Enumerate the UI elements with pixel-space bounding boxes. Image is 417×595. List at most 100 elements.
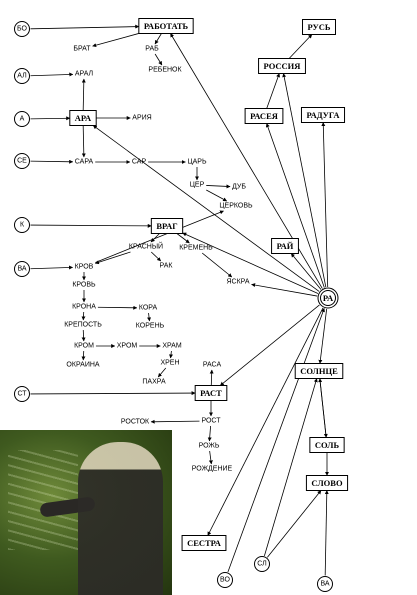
edge-rozh-to-rozhdenie bbox=[208, 450, 213, 465]
node-label-tser: ЦЕР bbox=[190, 182, 205, 189]
edge-k-to-vrag bbox=[30, 223, 152, 228]
node-label-kremen: КРЕМЕНЬ bbox=[179, 245, 213, 252]
node-vo: ВО bbox=[217, 572, 233, 588]
node-label-tserkov: ЦЕРКОВЬ bbox=[219, 203, 253, 210]
node-label-ra: РА bbox=[323, 293, 334, 303]
node-label-rus: РУСЬ bbox=[308, 22, 331, 32]
node-tser: ЦЕР bbox=[190, 182, 205, 189]
edge-krona-to-kora bbox=[97, 305, 138, 310]
edge-ra-to-vrag bbox=[182, 232, 319, 294]
edge-va2-to-slovo bbox=[324, 490, 329, 576]
node-krom: КРОМ bbox=[74, 343, 94, 350]
node-rebenok: РЕБЕНОК bbox=[148, 67, 182, 74]
node-rab: РАБ bbox=[145, 46, 159, 53]
node-okraina: ОКРАИНА bbox=[66, 362, 99, 369]
node-ray: РАЙ bbox=[271, 238, 299, 254]
edge-rabotat-to-brat bbox=[92, 33, 139, 48]
node-label-krasny: КРАСНЫЙ bbox=[129, 242, 163, 251]
edge-ra-to-sestra bbox=[207, 307, 324, 536]
node-rak: РАК bbox=[160, 263, 174, 270]
edge-ra-to-rossiya bbox=[282, 73, 327, 288]
node-box-raduga bbox=[300, 107, 346, 123]
node-label-rost: РОСТ bbox=[201, 418, 221, 425]
node-label-krona: КРОНА bbox=[72, 304, 96, 311]
node-sestra: СЕСТРА bbox=[181, 535, 227, 551]
node-box-slovo bbox=[305, 475, 349, 491]
node-khrom: ХРОМ bbox=[117, 343, 138, 350]
node-circle-a bbox=[14, 111, 30, 127]
node-label-va2: ВА bbox=[320, 581, 329, 588]
node-label-krov: КРОВ bbox=[75, 264, 94, 271]
node-ra: РА bbox=[317, 287, 339, 309]
node-rozhdenie: РОЖДЕНИЕ bbox=[192, 466, 233, 473]
node-dub: ДУБ bbox=[232, 184, 246, 191]
node-label-al: АЛ bbox=[17, 73, 27, 80]
node-label-bo: БО bbox=[17, 26, 28, 33]
node-al: АЛ bbox=[14, 68, 30, 84]
node-label-k: К bbox=[20, 222, 25, 229]
node-rast: РАСТ bbox=[194, 385, 228, 401]
node-label-raseya: РАСЕЯ bbox=[250, 111, 278, 121]
node-rossiya: РОССИЯ bbox=[258, 58, 306, 74]
node-va2: ВА bbox=[317, 576, 333, 592]
node-label-pakhra: ПАХРА bbox=[142, 379, 166, 386]
node-label-sl: СЛ bbox=[257, 561, 267, 568]
node-label-tsar: ЦАРЬ bbox=[187, 159, 207, 166]
node-khram: ХРАМ bbox=[162, 343, 182, 350]
node-label-rabotat: РАБОТАТЬ bbox=[144, 21, 189, 31]
lecturer-figure bbox=[78, 442, 163, 595]
edge-vrag-to-krasny bbox=[150, 233, 160, 243]
node-slovo: СЛОВО bbox=[305, 475, 349, 491]
node-label-vrag: ВРАГ bbox=[156, 221, 177, 231]
node-circle-al bbox=[14, 68, 30, 84]
node-label-sar: САР bbox=[132, 159, 147, 166]
node-solntse: СОЛНЦЕ bbox=[294, 363, 344, 379]
node-ara: АРА bbox=[69, 110, 97, 126]
node-label-vo: ВО bbox=[220, 577, 230, 584]
node-krov: КРОВ bbox=[75, 264, 94, 271]
node-label-sara: САРА bbox=[75, 159, 94, 166]
edge-se-to-sara bbox=[30, 159, 74, 164]
node-rus: РУСЬ bbox=[302, 19, 336, 35]
node-ariya: АРИЯ bbox=[132, 115, 151, 122]
edge-ra-to-solntse bbox=[318, 308, 328, 364]
node-label-aral: АРАЛ bbox=[75, 71, 94, 78]
node-label-rebenok: РЕБЕНОК bbox=[148, 67, 182, 74]
edge-bo-to-rabotat bbox=[30, 24, 140, 30]
edge-sol-to-solntse bbox=[318, 378, 327, 438]
node-label-sestra: СЕСТРА bbox=[187, 538, 222, 548]
edge-kora-to-koren bbox=[147, 312, 152, 322]
node-krona: КРОНА bbox=[72, 304, 96, 311]
node-brat: БРАТ bbox=[73, 46, 91, 53]
edge-al-to-aral bbox=[30, 72, 74, 77]
node-raduga: РАДУГА bbox=[300, 107, 346, 123]
node-box-solntse bbox=[294, 363, 344, 379]
node-inner-circle-ra bbox=[320, 290, 336, 306]
node-circle-va2 bbox=[317, 576, 333, 592]
node-label-raduga: РАДУГА bbox=[306, 110, 340, 120]
node-box-rast bbox=[194, 385, 228, 401]
node-label-khren: ХРЕН bbox=[160, 360, 179, 367]
node-yasgra: ЯСКРА bbox=[226, 279, 249, 286]
node-label-a: А bbox=[20, 116, 25, 123]
node-k: К bbox=[14, 217, 30, 233]
node-label-ara: АРА bbox=[75, 113, 92, 123]
node-circle-sl bbox=[254, 556, 270, 572]
node-pakhra: ПАХРА bbox=[142, 379, 166, 386]
edge-va1-to-krov bbox=[30, 265, 74, 270]
edge-krov-to-tserkov bbox=[95, 210, 224, 263]
node-box-rossiya bbox=[258, 58, 306, 74]
edge-ra-to-ray bbox=[290, 253, 322, 290]
node-sar: САР bbox=[132, 159, 147, 166]
node-label-krepost: КРЕПОСТЬ bbox=[64, 322, 102, 329]
edge-khram-to-khren bbox=[169, 350, 173, 359]
edge-ra-to-raseya bbox=[265, 123, 325, 288]
node-kremen: КРЕМЕНЬ bbox=[179, 245, 213, 252]
edge-vo-to-ra bbox=[227, 307, 325, 573]
edge-rossiya-to-rus bbox=[288, 34, 313, 59]
node-bo: БО bbox=[14, 21, 30, 37]
node-rost: РОСТ bbox=[201, 418, 221, 425]
node-box-sestra bbox=[181, 535, 227, 551]
node-khren: ХРЕН bbox=[160, 360, 179, 367]
